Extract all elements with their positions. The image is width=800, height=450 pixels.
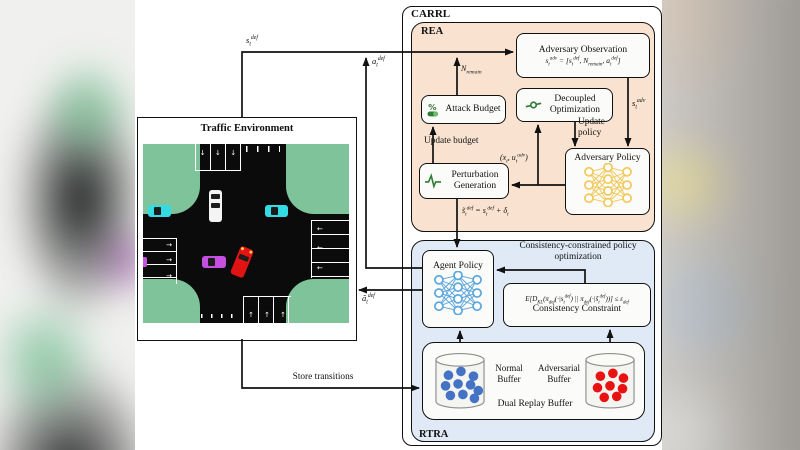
edge-label-a-def: atdef [372, 56, 385, 69]
perturbation-generation-label: Perturbation Generation [451, 170, 499, 191]
blurred-backdrop-left [0, 0, 140, 450]
edge-label-a-def-applied: ãtdef [362, 293, 375, 306]
attack-budget-icon: % [427, 102, 439, 116]
traffic-scene: ↓↓↓ ←←← →→→ ↑↑↑ [143, 144, 349, 323]
edge-label-s-def: stdef [246, 35, 258, 48]
vehicle-cyan-left [148, 205, 171, 217]
decoupled-optimization-icon [525, 101, 542, 109]
edge-label-s-adv: stadv [632, 98, 646, 111]
consistency-constraint-formula: E[DKL(πdef(·|stdef) || πdef(·|s̃tdef))] … [525, 294, 629, 306]
agent-policy-label: Agent Policy [433, 260, 483, 271]
adversary-observation-title: Adversary Observation [538, 45, 628, 56]
lane-marking-dashes [246, 146, 280, 152]
edge-label-n-remain: Nremain [461, 64, 482, 76]
attack-budget-box: % Attack Budget [421, 95, 506, 124]
grass-patch [143, 279, 200, 323]
traffic-environment-title: Traffic Environment [200, 123, 294, 134]
edge-label-store-transitions: Store transitions [292, 372, 354, 382]
lane-marking-left: →→→ [143, 238, 177, 284]
vehicle-white [209, 190, 222, 222]
decoupled-optimization-label: Decoupled Optimization [549, 94, 601, 115]
vehicle-cyan-right [265, 205, 288, 217]
grass-patch [143, 144, 200, 214]
traffic-environment-box: Traffic Environment ↓↓↓ ←←← →→→ ↑↑↑ [137, 117, 357, 341]
normal-buffer-cylinder [435, 352, 485, 415]
agent-policy-box: Agent Policy [422, 250, 494, 328]
consistency-constraint-box: E[DKL(πdef(·|stdef) || πdef(·|s̃tdef))] … [503, 283, 651, 327]
lane-marking-top: ↓↓↓ [195, 144, 241, 171]
blurred-backdrop-right [658, 0, 800, 450]
consistency-policy-opt-label: Consistency-constrained policy optimizat… [519, 241, 637, 262]
edge-label-update-budget: Update budget [424, 136, 479, 146]
decoupled-optimization-box: Decoupled Optimization [516, 88, 613, 122]
vehicle-purple [202, 256, 226, 268]
lane-marking-dashes [201, 314, 239, 318]
adversary-policy-label: Adversary Policy [574, 152, 641, 163]
edge-label-xu-adv: (xt, utadv) [500, 152, 528, 165]
attack-budget-label: Attack Budget [445, 104, 501, 115]
svg-text:%: % [429, 102, 437, 112]
adversary-observation-formula: stadv = [stdef, Nremain, atdef] [545, 55, 621, 68]
normal-buffer-label: Normal Buffer [495, 363, 523, 385]
lane-marking-right: ←←← [311, 220, 349, 278]
consistency-constraint-label: Consistency Constraint [532, 304, 622, 315]
vehicle-edge-sliver [143, 257, 147, 267]
lane-marking-bottom: ↑↑↑ [243, 296, 291, 323]
perturbation-waveform-icon [425, 173, 441, 189]
adversary-observation-box: Adversary Observation stadv = [stdef, Nr… [516, 33, 650, 78]
adversarial-buffer-cylinder [585, 352, 635, 415]
rea-label: REA [421, 26, 444, 37]
adversarial-buffer-label: Adversarial Buffer [538, 363, 580, 385]
grass-patch [286, 279, 349, 323]
edge-label-update-policy: Update policy [578, 117, 605, 138]
adversary-policy-box: Adversary Policy [565, 148, 650, 215]
edge-label-perturbed-state: s̃tdef = stdef + δt [462, 205, 509, 218]
dual-replay-buffer-label: Dual Replay Buffer [497, 399, 573, 409]
agent-policy-network-icon [431, 270, 485, 320]
adversary-policy-network-icon [581, 162, 635, 212]
grass-patch [286, 144, 349, 214]
ego-vehicle-red [229, 245, 255, 279]
carrl-label: CARRL [411, 8, 451, 20]
rtra-label: RTRA [419, 429, 449, 440]
perturbation-generation-box: Perturbation Generation [419, 163, 509, 199]
dual-replay-buffer-box: Normal Buffer Adversarial Buffer Dual Re… [422, 342, 645, 420]
